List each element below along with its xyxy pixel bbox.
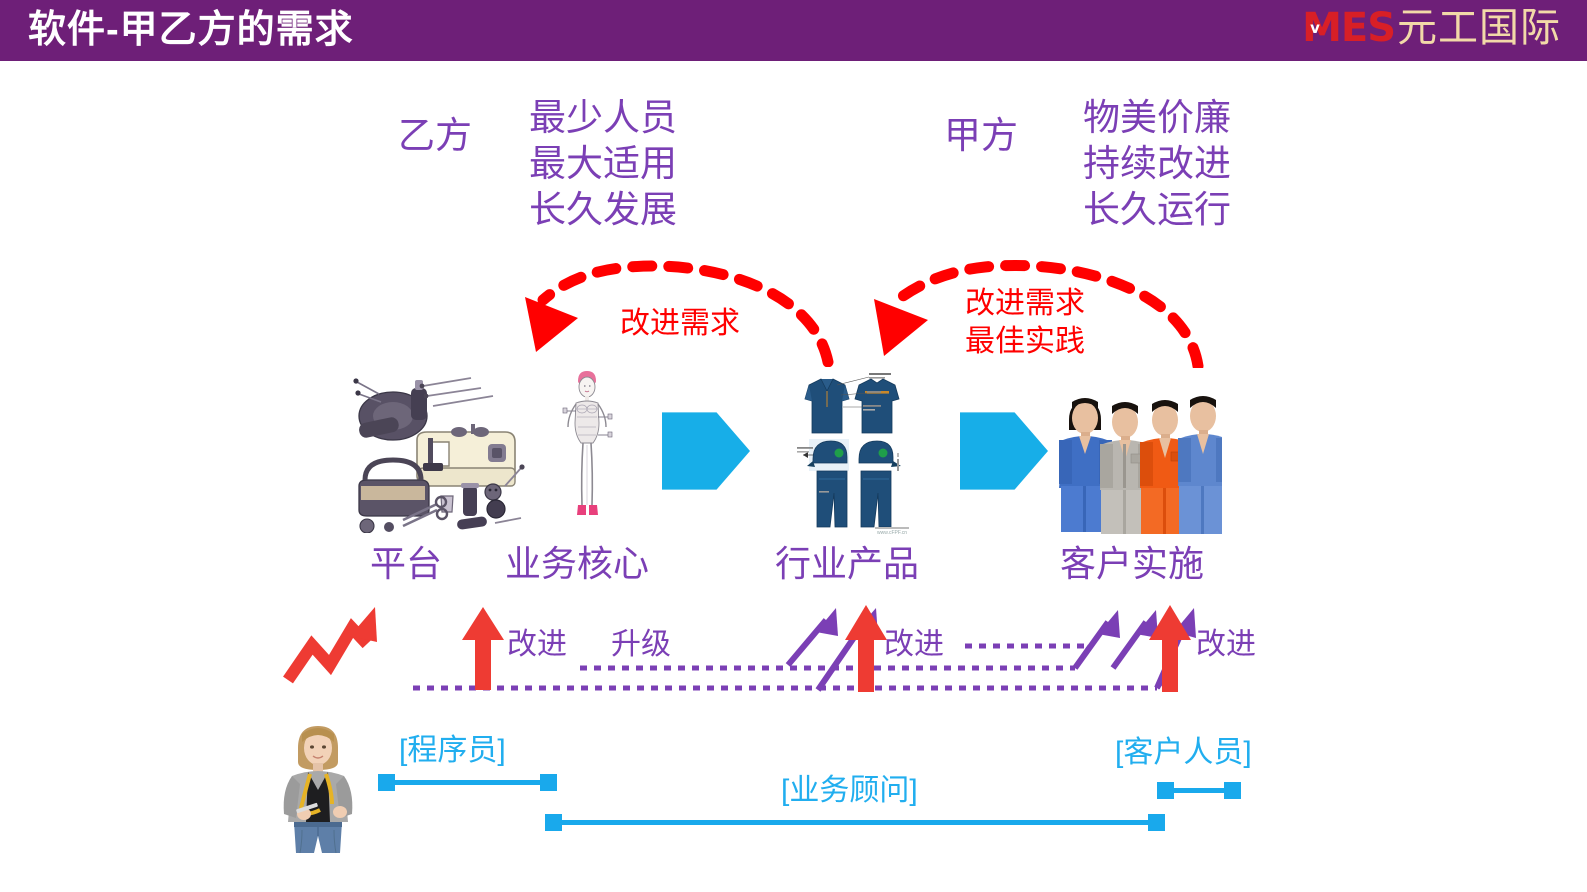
uniform-techpack-image: www.cFPF.cn	[797, 367, 912, 537]
logo-mes-label: MES	[1302, 5, 1396, 51]
feedback-arrowhead-2	[874, 299, 928, 356]
logo-mes-text: MES v	[1302, 5, 1396, 51]
purple-arrow-5-head	[1174, 608, 1196, 638]
client-staff-span-bar	[1164, 788, 1232, 793]
upgrade-label: 升级	[611, 628, 671, 661]
purple-arrow-4-head	[1136, 610, 1158, 638]
stage-label-business-core: 业务核心	[505, 543, 650, 584]
purple-arrow-group-2	[1072, 608, 1196, 690]
feedback-label-2: 改进需求 最佳实践	[965, 287, 1085, 358]
stage-label-platform: 平台	[370, 543, 443, 584]
programmer-span-cap-right	[540, 774, 557, 791]
dashed-riser-b	[1155, 666, 1174, 690]
purple-arrow-2-head	[855, 608, 878, 636]
programmer-span-cap-left	[378, 774, 395, 791]
consultant-span-cap-right	[1148, 814, 1165, 831]
client-party-label: 甲方	[944, 115, 1018, 156]
role-label-consultant: [业务顾问]	[781, 774, 918, 807]
slide-header-bar	[0, 0, 1587, 61]
role-label-client-staff: [客户人员]	[1115, 736, 1252, 769]
red-up-arrow-1	[462, 607, 504, 690]
role-label-programmer: [程序员]	[399, 734, 506, 767]
programmer-span-bar	[385, 780, 551, 785]
improve-label-2: 改进	[884, 628, 944, 661]
stage-label-industry-product: 行业产品	[775, 543, 920, 584]
chevron-product-to-implementation	[960, 412, 1048, 490]
client-staff-span-cap-right	[1224, 782, 1241, 799]
chevron-platform-to-product	[662, 412, 750, 490]
purple-arrow-group-1	[785, 608, 878, 692]
improve-label-1: 改进	[507, 628, 567, 661]
dashed-riser-a	[1072, 644, 1093, 670]
purple-arrow-2-shaft	[815, 618, 869, 692]
brand-logo: MES v 元工国际	[1302, 2, 1561, 54]
logo-company-name: 元工国际	[1397, 6, 1561, 50]
supplier-party-label: 乙方	[398, 115, 472, 156]
feedback-label-1: 改进需求	[620, 307, 740, 340]
purple-arrow-1-shaft	[785, 618, 829, 667]
red-up-arrow-2	[845, 605, 887, 692]
supplier-requirements: 最少人员 最大适用 长久发展	[529, 97, 677, 230]
page-title: 软件-甲乙方的需求	[28, 9, 354, 51]
svg-text:www.cFPF.cn: www.cFPF.cn	[877, 530, 907, 536]
purple-arrow-3-shaft	[1072, 620, 1111, 670]
consultant-span-bar	[552, 820, 1156, 825]
tailor-woman-photo	[268, 718, 368, 853]
client-requirements: 物美价廉 持续改进 长久运行	[1083, 97, 1231, 230]
purple-arrow-5-shaft	[1154, 620, 1189, 690]
purple-arrow-1-head	[816, 608, 838, 636]
mannequin-image	[556, 365, 618, 537]
stage-label-client-implementation: 客户实施	[1060, 543, 1205, 584]
client-staff-span-cap-left	[1157, 782, 1174, 799]
workers-photo-image	[1057, 368, 1222, 534]
logo-v-mark: v	[1310, 19, 1320, 37]
sewing-tools-image	[345, 368, 535, 533]
improve-label-3: 改进	[1196, 628, 1256, 661]
purple-arrow-4-shaft	[1110, 620, 1149, 670]
red-up-arrow-3	[1149, 605, 1191, 692]
consultant-span-cap-left	[545, 814, 562, 831]
growth-zigzag-arrow	[283, 607, 377, 684]
feedback-arrowhead-1	[525, 297, 578, 352]
purple-arrow-3-head	[1098, 610, 1120, 638]
